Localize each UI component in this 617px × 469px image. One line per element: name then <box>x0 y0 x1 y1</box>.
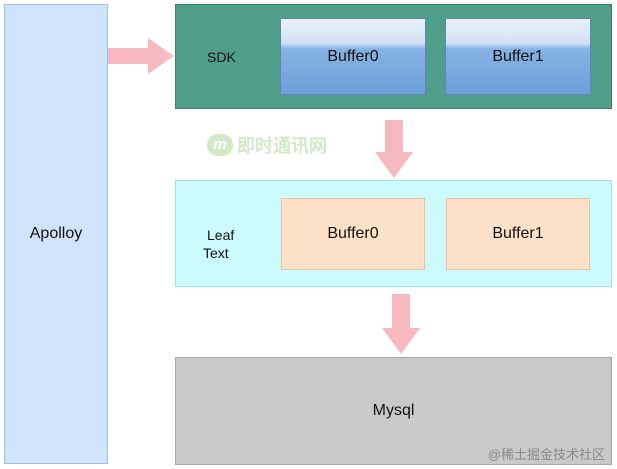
sdk-label: SDK <box>207 49 236 65</box>
leaf-label-line1: Leaf <box>207 227 235 243</box>
arrow-apolloy-to-sdk <box>108 38 174 74</box>
sdk-buffer1-label: Buffer1 <box>492 47 544 65</box>
leaf-buffer0: Buffer0 <box>281 198 425 270</box>
sdk-buffer0-label: Buffer0 <box>327 47 379 65</box>
leaf-buffer0-label: Buffer0 <box>327 225 379 242</box>
sdk-buffer0: Buffer0 <box>280 18 426 95</box>
mysql-label: Mysql <box>372 402 415 419</box>
site-logo-mark: m <box>207 134 233 156</box>
site-logo-watermark: m 即时通讯网 <box>207 132 327 158</box>
apolloy-box: Apolloy <box>4 4 108 464</box>
apolloy-label: Apolloy <box>29 225 83 242</box>
mysql-box: Mysql <box>175 357 612 465</box>
arrow-leaf-to-mysql <box>382 294 420 354</box>
leaf-label-line2: Text <box>203 245 229 261</box>
leaf-buffer1-label: Buffer1 <box>492 225 544 242</box>
watermark-text: @稀土掘金技术社区 <box>487 447 605 462</box>
leaf-buffer1: Buffer1 <box>446 198 590 270</box>
sdk-buffer1: Buffer1 <box>445 18 591 95</box>
site-logo-text: 即时通讯网 <box>237 136 327 156</box>
arrow-sdk-to-leaf <box>375 120 413 178</box>
